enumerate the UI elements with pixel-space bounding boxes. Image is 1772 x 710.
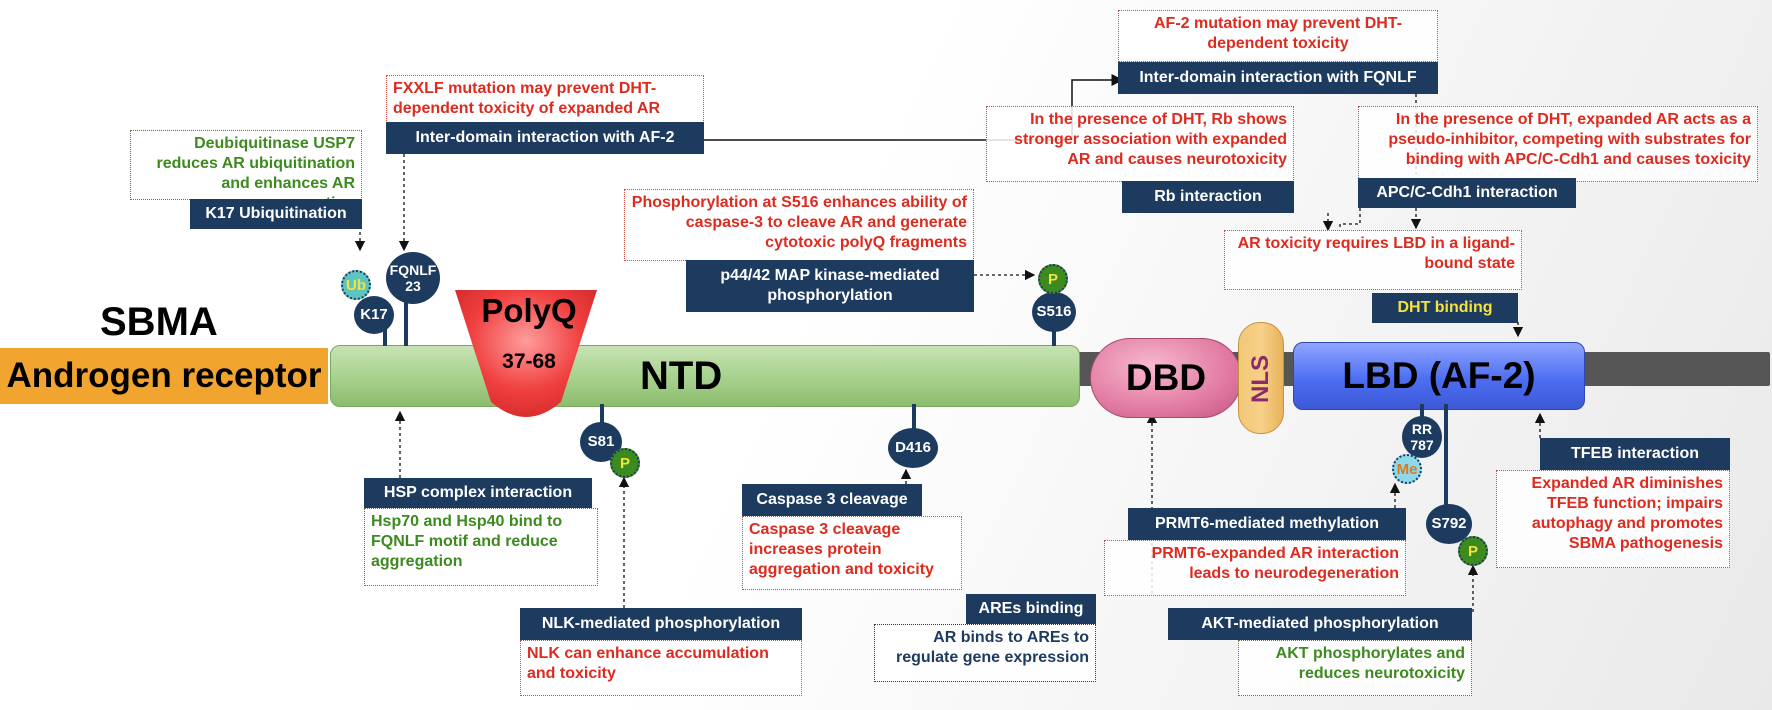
s516-site[interactable]: S516 [1032,292,1076,332]
prmt6-methylation-label[interactable]: PRMT6-mediated methylation [1128,508,1406,540]
phospho-mod-s81[interactable]: P [610,448,640,478]
d416-site[interactable]: D416 [888,428,938,468]
nls-domain[interactable]: NLS [1238,322,1284,434]
ubiquitin-mod[interactable]: Ub [341,270,371,300]
hsp-complex-label[interactable]: HSP complex interaction [364,478,592,508]
disease-title: SBMA [100,300,218,344]
usp7-note: Deubiquitinase USP7 reduces AR ubiquitin… [130,130,362,212]
rr787-site[interactable]: RR 787 [1402,416,1442,458]
tfeb-interaction-label[interactable]: TFEB interaction [1540,438,1730,470]
p44-42-label[interactable]: p44/42 MAP kinase-mediated phosphorylati… [686,260,974,312]
s516-note: Phosphorylation at S516 enhances ability… [624,189,974,261]
polyq-range: 37-68 [502,350,556,373]
ares-binding-label[interactable]: AREs binding [966,594,1096,624]
rb-interaction-label[interactable]: Rb interaction [1122,181,1294,213]
s792-stem [1444,404,1448,514]
apc-note: In the presence of DHT, expanded AR acts… [1358,106,1758,182]
ntd-domain[interactable] [330,345,1080,407]
fqnlf-site-number: 23 [405,278,421,294]
lbd-toxicity-note: AR toxicity requires LBD in a ligand-bou… [1224,230,1522,290]
caspase3-label[interactable]: Caspase 3 cleavage [742,484,922,516]
akt-note: AKT phosphorylates and reduces neurotoxi… [1238,640,1472,696]
ares-note: AR binds to AREs to regulate gene expres… [874,624,1096,682]
d416-stem [912,404,916,440]
s792-site[interactable]: S792 [1426,504,1472,544]
caspase3-note: Caspase 3 cleavage increases protein agg… [742,516,962,590]
prmt6-note: PRMT6-expanded AR interaction leads to n… [1104,540,1406,596]
polyq-title: PolyQ [481,292,577,329]
phospho-mod-s516[interactable]: P [1038,264,1068,294]
tfeb-note: Expanded AR diminishes TFEB function; im… [1496,470,1730,568]
akt-phosphorylation-label[interactable]: AKT-mediated phosphorylation [1168,608,1472,640]
hsp-note: Hsp70 and Hsp40 bind to FQNLF motif and … [364,508,598,586]
dht-binding-label[interactable]: DHT binding [1372,293,1518,323]
methyl-mod[interactable]: Me [1392,454,1422,484]
protein-label: Androgen receptor [0,348,328,404]
nlk-note: NLK can enhance accumulation and toxicit… [520,640,802,696]
nlk-phosphorylation-label[interactable]: NLK-mediated phosphorylation [520,608,802,640]
fqnlf-site[interactable]: FQNLF 23 [386,252,440,304]
lbd-domain[interactable]: LBD (AF-2) [1293,342,1585,410]
rr787-site-name: RR [1411,421,1433,437]
polyq-shape [455,290,597,417]
s81-site[interactable]: S81 [580,422,622,462]
fqnlf-site-name: FQNLF [389,262,437,278]
apc-cdh1-label[interactable]: APC/C-Cdh1 interaction [1358,178,1576,208]
fqnlf-stem [404,296,408,346]
rr787-site-number: 787 [1410,437,1434,453]
dbd-domain[interactable]: DBD [1090,338,1242,418]
nls-label: NLS [1247,355,1274,403]
k17-ubiquitination-label[interactable]: K17 Ubiquitination [190,199,362,229]
s81-stem [600,404,604,434]
phospho-mod-s792[interactable]: P [1458,536,1488,566]
af2-mutation-note: AF-2 mutation may prevent DHT-dependent … [1118,10,1438,62]
fxxlf-note: FXXLF mutation may prevent DHT-dependent… [386,75,704,125]
rb-note: In the presence of DHT, Rb shows stronge… [986,106,1294,182]
k17-site[interactable]: K17 [354,296,394,334]
ntd-label: NTD [640,354,723,398]
interdomain-af2-label[interactable]: Inter-domain interaction with AF-2 [386,122,704,154]
interdomain-fqnlf-label[interactable]: Inter-domain interaction with FQNLF [1118,62,1438,94]
arrow-apc-to-lbd-note [1339,208,1361,230]
